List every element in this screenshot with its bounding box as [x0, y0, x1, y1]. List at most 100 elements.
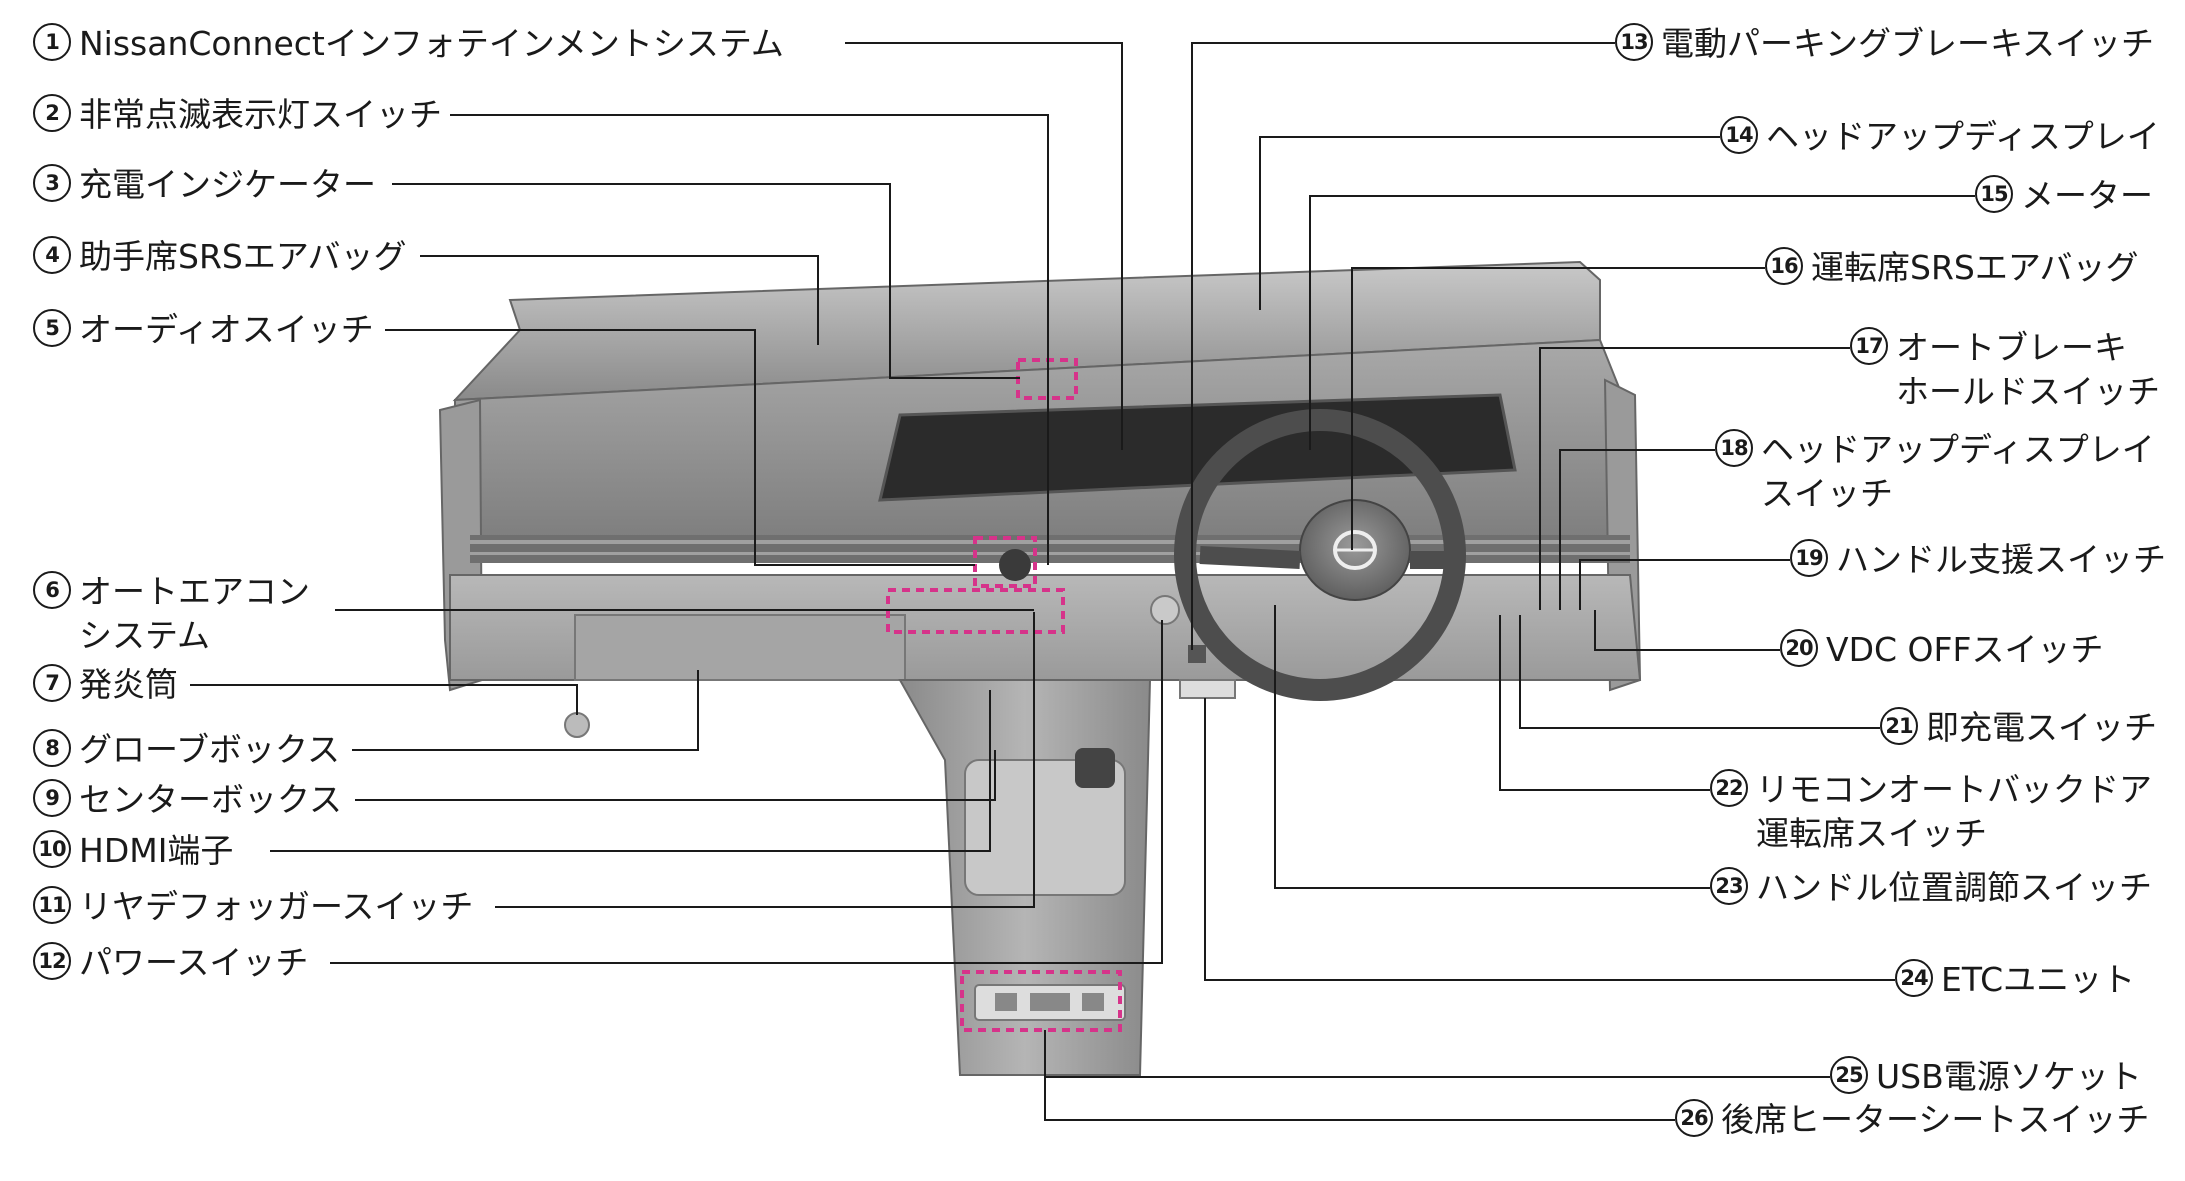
etc-unit — [1180, 680, 1235, 698]
callout-text: 助手席SRSエアバッグ — [79, 235, 407, 279]
callout-text: NissanConnectインフォテインメントシステム — [79, 22, 784, 66]
callout-10: 10 HDMI端子 — [33, 829, 233, 873]
leader-9 — [355, 750, 995, 800]
callout-7: 7 発炎筒 — [33, 663, 178, 707]
callout-number: 12 — [33, 942, 71, 980]
callout-number: 11 — [33, 886, 71, 924]
callout-text: センターボックス — [79, 778, 342, 822]
callout-number: 24 — [1895, 959, 1933, 997]
callout-12: 12 パワースイッチ — [33, 941, 308, 985]
callout-line-1: リモコンオートバックドア — [1756, 768, 2152, 812]
callout-number: 19 — [1790, 539, 1828, 577]
callout-20: 20 VDC OFFスイッチ — [1780, 628, 2103, 672]
callout-4: 4 助手席SRSエアバッグ — [33, 235, 407, 279]
callout-number: 4 — [33, 236, 71, 274]
callout-2: 2 非常点滅表示灯スイッチ — [33, 93, 442, 137]
callout-text: 充電インジケーター — [79, 163, 376, 207]
callout-number: 15 — [1975, 175, 2013, 213]
callout-16: 16 運転席SRSエアバッグ — [1765, 246, 2139, 290]
callout-number: 16 — [1765, 247, 1803, 285]
callout-17: 17 オートブレーキ ホールドスイッチ — [1850, 326, 2160, 414]
callout-text: 運転席SRSエアバッグ — [1811, 246, 2139, 290]
callout-number: 6 — [33, 571, 71, 609]
callout-number: 8 — [33, 729, 71, 767]
callout-text: オートブレーキ ホールドスイッチ — [1896, 326, 2160, 414]
callout-24: 24 ETCユニット — [1895, 958, 2135, 1002]
callout-number: 18 — [1715, 429, 1753, 467]
leader-26 — [1045, 1077, 1675, 1120]
callout-text: ハンドル位置調節スイッチ — [1756, 866, 2152, 910]
callout-line-1: オートエアコン — [79, 570, 310, 614]
callout-text: ハンドル支援スイッチ — [1836, 538, 2166, 582]
callout-text: VDC OFFスイッチ — [1826, 628, 2103, 672]
callout-19: 19 ハンドル支援スイッチ — [1790, 538, 2166, 582]
callout-text: リモコンオートバックドア 運転席スイッチ — [1756, 768, 2152, 856]
callout-text: 後席ヒーターシートスイッチ — [1721, 1098, 2149, 1142]
callout-1: 1 NissanConnectインフォテインメントシステム — [33, 22, 784, 66]
callout-text: 発炎筒 — [79, 663, 178, 707]
callout-number: 23 — [1710, 867, 1748, 905]
callout-text: メーター — [2021, 174, 2153, 218]
leader-25 — [1045, 1030, 1830, 1077]
callout-text: HDMI端子 — [79, 829, 233, 873]
power-switch-knob — [1151, 596, 1179, 624]
callout-number: 5 — [33, 309, 71, 347]
leader-8 — [352, 670, 698, 750]
callout-number: 14 — [1720, 116, 1758, 154]
callout-23: 23 ハンドル位置調節スイッチ — [1710, 866, 2152, 910]
callout-8: 8 グローブボックス — [33, 728, 340, 772]
flare-holder — [565, 713, 589, 737]
callout-line-1: オートブレーキ — [1896, 326, 2160, 370]
callout-line-2: スイッチ — [1761, 472, 2155, 516]
callout-number: 25 — [1830, 1056, 1868, 1094]
callout-line-1: ヘッドアップディスプレイ — [1761, 428, 2155, 472]
callout-line-2: ホールドスイッチ — [1896, 370, 2160, 414]
shifter — [1075, 748, 1115, 788]
callout-3: 3 充電インジケーター — [33, 163, 376, 207]
callout-text: リヤデフォッガースイッチ — [79, 885, 473, 929]
callout-text: USB電源ソケット — [1876, 1055, 2142, 1099]
callout-number: 22 — [1710, 769, 1748, 807]
callout-text: 非常点滅表示灯スイッチ — [79, 93, 442, 137]
callout-26: 26 後席ヒーターシートスイッチ — [1675, 1098, 2149, 1142]
callout-text: オーディオスイッチ — [79, 308, 374, 352]
callout-text: ヘッドアップディスプレイ — [1766, 115, 2160, 159]
parking-brake-switch — [1188, 645, 1206, 663]
callout-13: 13 電動パーキングブレーキスイッチ — [1615, 22, 2154, 66]
callout-text: グローブボックス — [79, 728, 340, 772]
callout-number: 3 — [33, 164, 71, 202]
callout-25: 25 USB電源ソケット — [1830, 1055, 2142, 1099]
callout-text: 即充電スイッチ — [1926, 706, 2157, 750]
callout-9: 9 センターボックス — [33, 778, 342, 822]
callout-line-2: 運転席スイッチ — [1756, 812, 2152, 856]
callout-number: 20 — [1780, 629, 1818, 667]
callout-number: 26 — [1675, 1099, 1713, 1137]
callout-22: 22 リモコンオートバックドア 運転席スイッチ — [1710, 768, 2152, 856]
audio-knob — [999, 549, 1031, 581]
callout-line-2: システム — [79, 614, 310, 658]
leader-10 — [270, 690, 990, 851]
callout-number: 17 — [1850, 327, 1888, 365]
callout-6: 6 オートエアコン システム — [33, 570, 310, 658]
callout-text: 電動パーキングブレーキスイッチ — [1661, 22, 2154, 66]
leader-7 — [190, 685, 577, 715]
callout-text: ヘッドアップディスプレイ スイッチ — [1761, 428, 2155, 516]
callout-14: 14 ヘッドアップディスプレイ — [1720, 115, 2160, 159]
callout-text: パワースイッチ — [79, 941, 308, 985]
glove-box — [575, 615, 905, 680]
callout-5: 5 オーディオスイッチ — [33, 308, 374, 352]
callout-text: オートエアコン システム — [79, 570, 310, 658]
callout-number: 9 — [33, 779, 71, 817]
callout-number: 1 — [33, 23, 71, 61]
callout-18: 18 ヘッドアップディスプレイ スイッチ — [1715, 428, 2155, 516]
callout-number: 10 — [33, 830, 71, 868]
callout-text: ETCユニット — [1941, 958, 2135, 1002]
callout-11: 11 リヤデフォッガースイッチ — [33, 885, 473, 929]
callout-21: 21 即充電スイッチ — [1880, 706, 2157, 750]
callout-number: 21 — [1880, 707, 1918, 745]
callout-number: 13 — [1615, 23, 1653, 61]
callout-15: 15 メーター — [1975, 174, 2153, 218]
callout-number: 2 — [33, 94, 71, 132]
callout-number: 7 — [33, 664, 71, 702]
